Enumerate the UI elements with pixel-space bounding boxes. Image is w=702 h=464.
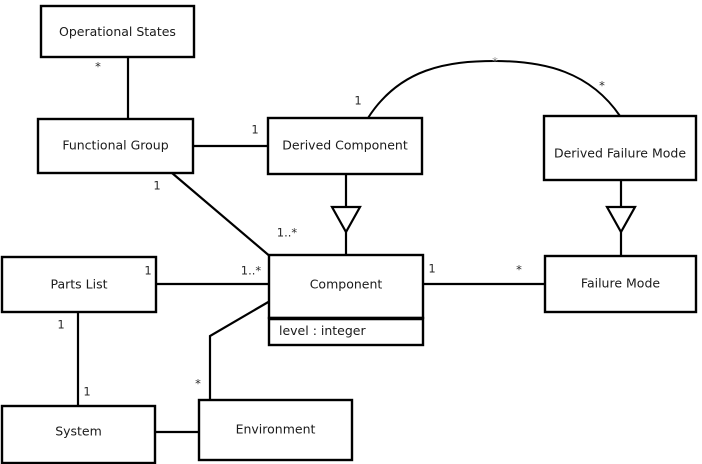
multiplicity-component-from-functional-group: 1..* (277, 226, 298, 240)
multiplicity-component-from-parts-list: 1..* (241, 264, 262, 278)
class-name-failure-mode: Failure Mode (581, 276, 660, 291)
generalization-arrow-derived-failure-mode-failure-mode (605, 205, 637, 235)
class-rect-component-attributes (267, 316, 425, 347)
multiplicity-derived-failure-mode-curve: * (599, 79, 605, 93)
class-box-derived-failure-mode[interactable]: Derived Failure Mode (542, 114, 698, 182)
class-box-derived-component[interactable]: Derived Component (266, 116, 424, 176)
multiplicity-derived-component-curve: 1 (354, 94, 361, 108)
multiplicity-curve-peak: * (492, 55, 498, 69)
multiplicity-functional-group-derived-component: 1 (251, 123, 258, 137)
multiplicity-functional-group-component: 1 (153, 179, 160, 193)
class-rect-functional-group (36, 117, 195, 175)
class-box-environment[interactable]: Environment (197, 398, 354, 462)
class-rect-derived-component (266, 116, 424, 176)
multiplicity-environment-component: * (195, 377, 201, 391)
multiplicity-failure-mode-from-component: * (516, 263, 522, 277)
class-attribute-component-level: level : integer (279, 323, 366, 338)
class-name-component: Component (310, 277, 383, 292)
class-box-system[interactable]: System (0, 404, 157, 464)
multiplicity-operational-states-functional-group: * (95, 60, 101, 74)
multiplicity-parts-list-system-top: 1 (57, 318, 64, 332)
class-rect-component-name (267, 253, 425, 320)
class-box-component[interactable]: Component level : integer (267, 253, 425, 347)
class-name-derived-failure-mode: Derived Failure Mode (554, 146, 686, 161)
class-name-functional-group: Functional Group (62, 138, 168, 153)
association-derived-component-derived-failure-mode (367, 59, 621, 119)
class-rect-derived-failure-mode (542, 114, 698, 182)
class-name-system: System (55, 424, 102, 439)
class-rect-system (0, 404, 157, 464)
class-rect-parts-list (0, 255, 158, 314)
multiplicity-parts-list-system-bottom: 1 (83, 385, 90, 399)
class-rect-environment (197, 398, 354, 462)
association-functional-group-component (171, 172, 273, 259)
multiplicity-parts-list-component: 1 (144, 264, 151, 278)
class-name-environment: Environment (236, 422, 316, 437)
generalization-arrow-derived-component-component (330, 205, 362, 235)
class-rect-operational-states (39, 4, 196, 59)
class-box-failure-mode[interactable]: Failure Mode (543, 254, 698, 314)
class-name-operational-states: Operational States (59, 24, 176, 39)
class-box-parts-list[interactable]: Parts List (0, 255, 158, 314)
class-name-parts-list: Parts List (50, 277, 107, 292)
class-name-derived-component: Derived Component (282, 138, 408, 153)
association-environment-component (208, 300, 271, 400)
multiplicity-component-failure-mode: 1 (428, 262, 435, 276)
class-box-functional-group[interactable]: Functional Group (36, 117, 195, 175)
class-rect-failure-mode (543, 254, 698, 314)
class-box-operational-states[interactable]: Operational States (39, 4, 196, 59)
